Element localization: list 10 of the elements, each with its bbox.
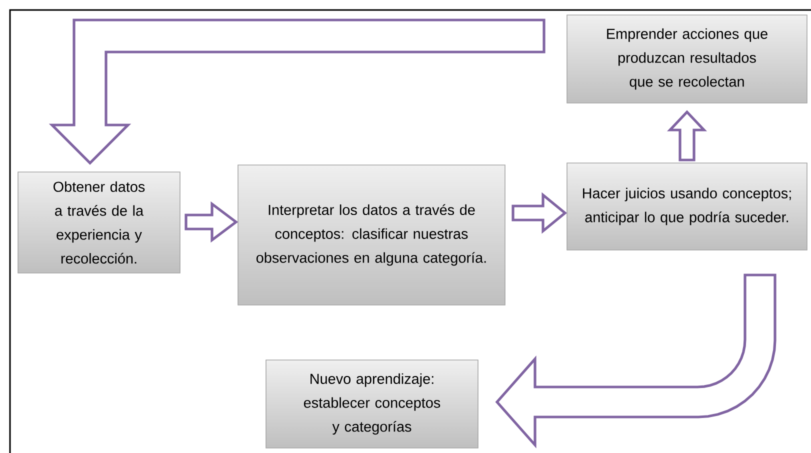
- block-arrow: [48, 18, 546, 165]
- process-box: Emprender acciones que produzcan resultados que se recolectan: [566, 14, 808, 104]
- block-arrow: [184, 201, 238, 243]
- process-box: Hacer juicios usando conceptos; anticipar lo que podría suceder.: [566, 162, 808, 250]
- block-arrow: [512, 192, 568, 234]
- block-arrow: [495, 274, 776, 448]
- process-box: Interpretar los datos a través de conceptos: clasificar nuestras observaciones en alguna categoría.: [238, 164, 506, 306]
- process-box: Nuevo aprendizaje: establecer conceptos y categorías: [266, 360, 478, 448]
- process-box: Obtener datos a través de la experiencia y recolección.: [18, 172, 180, 274]
- block-arrow: [666, 110, 708, 162]
